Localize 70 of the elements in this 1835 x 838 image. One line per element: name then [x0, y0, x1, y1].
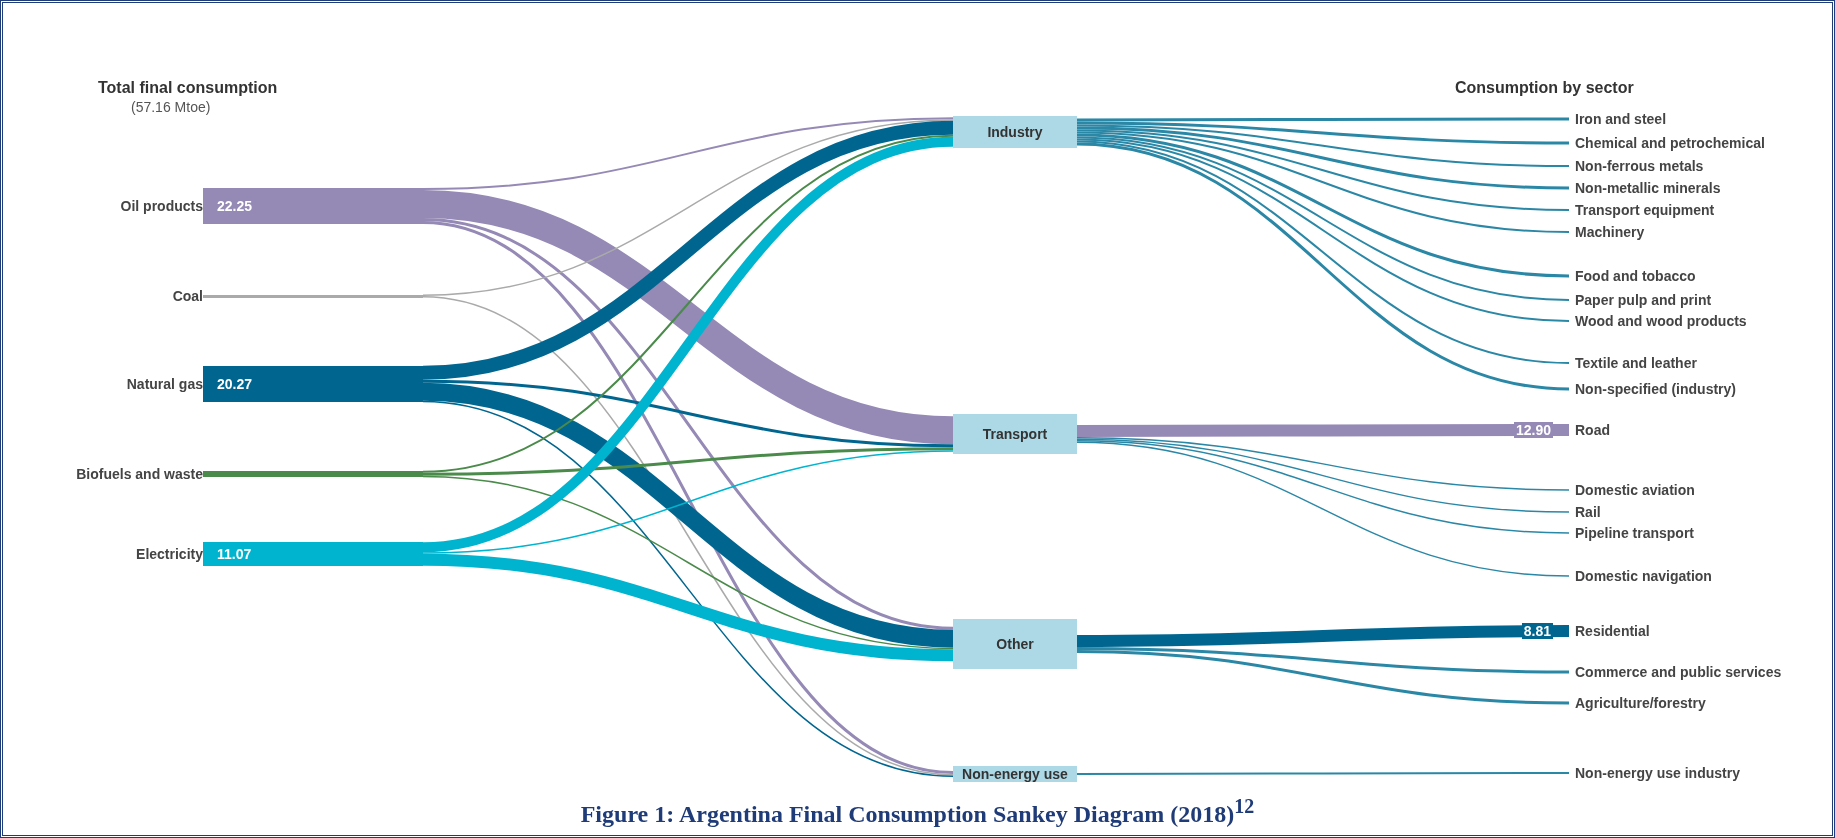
flow-band — [422, 382, 954, 648]
flow-band — [422, 117, 954, 190]
sector-label: Domestic navigation — [1575, 567, 1712, 585]
sector-name: Transport — [982, 426, 1048, 442]
flow-band — [422, 120, 954, 380]
flow-band — [1076, 437, 1570, 491]
sector-label: Pipeline transport — [1575, 524, 1695, 542]
flow-band — [1076, 129, 1570, 211]
sector-label: Machinery — [1575, 223, 1645, 241]
source-label: Electricity — [136, 546, 203, 562]
flow-band — [422, 119, 954, 296]
flow-band — [1077, 117, 1569, 122]
value-label: 12.90 — [1513, 422, 1553, 438]
sector-box — [953, 116, 1077, 148]
flow-band — [1076, 124, 1570, 167]
flow-band — [422, 379, 954, 448]
sector-label: Rail — [1575, 503, 1601, 521]
sector-label: Non-energy use industry — [1575, 764, 1740, 782]
sector-name: Other — [996, 636, 1034, 652]
flow-band — [1076, 438, 1570, 513]
sector-label: Road — [1575, 421, 1610, 439]
sector-label: Transport equipment — [1575, 201, 1715, 219]
sector-label: Iron and steel — [1575, 110, 1667, 128]
sector-label: Domestic aviation — [1575, 481, 1695, 499]
value-label: 8.81 — [1521, 623, 1553, 639]
source-label: Biofuels and waste — [76, 466, 203, 482]
column-heading: Total final consumption — [98, 79, 278, 97]
flow-band — [1077, 647, 1569, 674]
flow-band — [422, 450, 954, 554]
sector-label: Agriculture/forestry — [1575, 694, 1706, 712]
total-note: (57.16 Mtoe) — [131, 99, 211, 115]
flow-band — [1077, 121, 1569, 145]
flow-band — [1076, 440, 1570, 534]
flow-band — [422, 553, 954, 662]
flow-band — [422, 136, 954, 553]
value-label: 20.27 — [217, 376, 253, 392]
sector-label: Paper pulp and print — [1575, 291, 1712, 309]
sector-label: Non-ferrous metals — [1575, 157, 1704, 175]
flow-band — [422, 218, 954, 630]
flow-band — [1076, 772, 1570, 775]
flow-band — [1076, 126, 1570, 190]
value-label: 22.25 — [217, 198, 253, 214]
flow-band — [422, 134, 954, 473]
flow-band — [423, 447, 953, 476]
sector-label: Residential — [1575, 622, 1650, 640]
flow-band — [422, 400, 954, 777]
sector-label: Chemical and petrochemical — [1575, 134, 1765, 152]
flow-band — [1077, 424, 1569, 437]
sector-label: Commerce and public services — [1575, 663, 1782, 681]
flow-band — [1076, 441, 1570, 577]
sector-label: Textile and leather — [1575, 354, 1697, 372]
sector-label: Non-metallic minerals — [1575, 179, 1721, 197]
caption: Figure 1: Argentina Final Consumption Sankey Diagram (2018)$^{12}$ — [580, 801, 1255, 827]
sector-label: Non-specified (industry) — [1575, 380, 1736, 398]
sector-name: Non-energy use — [962, 766, 1068, 782]
flow-band — [422, 475, 954, 650]
flow-band — [1076, 650, 1570, 705]
flow-band — [1076, 133, 1570, 278]
sector-label: Food and tobacco — [1575, 267, 1696, 285]
value-label: 11.07 — [217, 546, 252, 562]
sector-box — [953, 619, 1077, 669]
column-heading: Consumption by sector — [1455, 79, 1634, 97]
sector-name: Industry — [987, 124, 1043, 140]
flow-band — [1076, 131, 1570, 233]
source-label: Coal — [172, 288, 203, 304]
source-label: Natural gas — [126, 376, 203, 392]
flow-band — [1076, 625, 1570, 647]
source-label: Oil products — [120, 198, 203, 214]
sector-box — [953, 414, 1077, 454]
sector-label: Wood and wood products — [1575, 312, 1747, 330]
